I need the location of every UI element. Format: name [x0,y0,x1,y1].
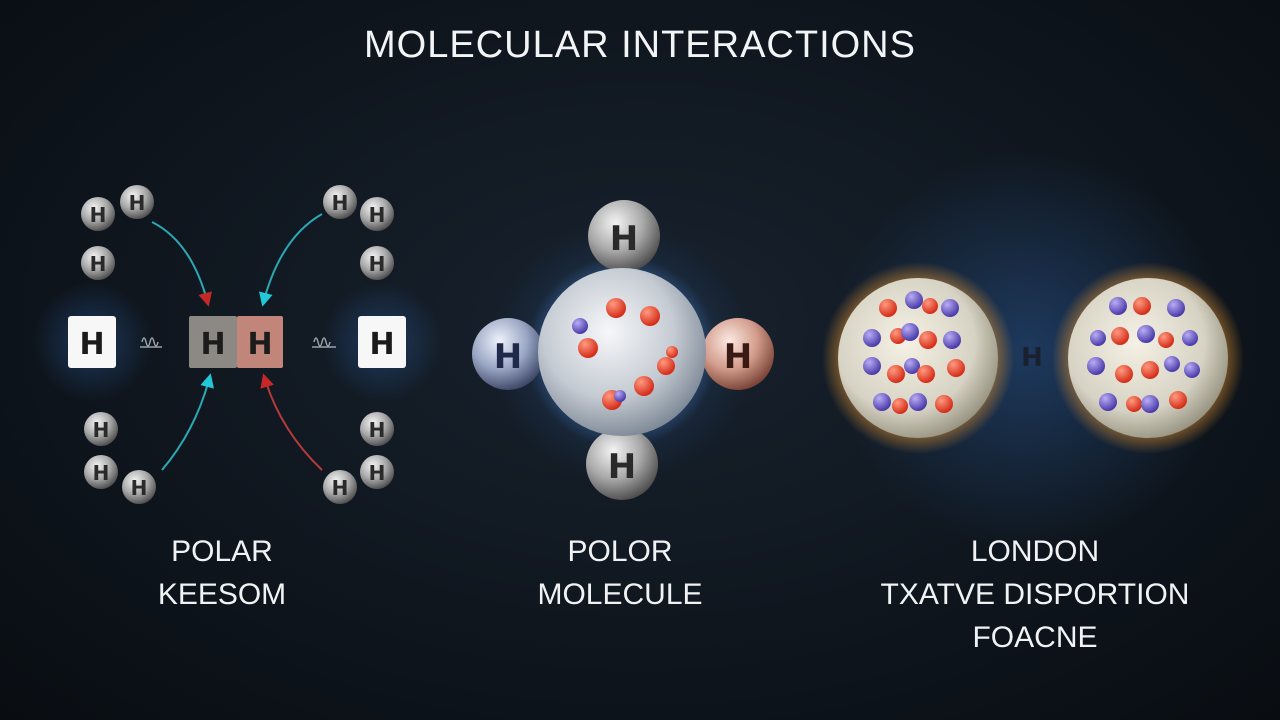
atom-cluster-bottom-right: H H H [323,412,394,504]
atom-symbol-label: H [369,203,386,227]
square-atom-left: H [68,316,116,368]
panel-london-dispersion: H [822,150,1244,550]
atom-symbol-label: H [90,252,107,276]
atom-symbol-label: H [200,327,225,362]
atom-left: H [472,318,544,390]
atom-symbol-label: H [90,203,107,227]
atom-symbol-label: H [610,219,638,259]
panel-polar-keesom: H H H H H H H H H H H H [32,185,442,504]
atom-symbol-label: H [93,461,110,485]
square-atom-right: H [358,316,406,368]
atom-symbol-label: H [369,461,386,485]
atom-symbol-label: H [369,252,386,276]
caption-line: KEESOM [157,578,287,611]
panel-polar-molecule: H H H H [472,200,774,500]
central-atom [538,268,706,436]
caption-line: POLAR [171,535,273,568]
caption-polar-molecule: POLOR MOLECULE [500,530,740,616]
caption-line: MOLECULE [537,578,703,611]
dipole-pair-center: H H [189,316,283,368]
caption-line: LONDON [970,535,1100,568]
atom-symbol-label: H [332,191,349,215]
caption-line: FOACNE [972,621,1098,654]
atom-symbol-label: H [608,447,636,487]
atom-symbol-label: H [494,337,522,377]
page-title: MOLECULAR INTERACTIONS [364,24,916,66]
atom-symbol-label: H [79,327,104,362]
dispersion-sphere-right [1068,278,1228,438]
attraction-arrows [151,213,323,471]
caption-line: TXATVE DISPORTION [880,578,1190,611]
atom-symbol-label: H [129,191,146,215]
caption-polar-keesom: POLAR KEESOM [122,530,322,616]
atom-right: H [702,318,774,390]
interaction-wave-left [140,337,162,348]
interaction-wave-right [312,337,336,348]
atom-bottom: H [586,428,658,500]
atom-symbol-label: H [332,476,349,500]
atom-symbol-label: H [93,418,110,442]
center-atom-label: H [1021,343,1043,373]
dispersion-sphere-left [838,278,998,438]
caption-line: POLOR [567,535,673,568]
atom-cluster-bottom-left: H H H [84,412,156,504]
atom-cluster-top-right: H H H [323,185,394,280]
atom-symbol-label: H [724,337,752,377]
atom-symbol-label: H [369,418,386,442]
atom-cluster-top-left: H H H [81,185,154,280]
atom-symbol-label: H [131,476,148,500]
atom-top: H [588,200,660,272]
atom-symbol-label: H [247,327,272,362]
caption-london-dispersion: LONDON TXATVE DISPORTION FOACNE [850,530,1220,659]
atom-symbol-label: H [369,327,394,362]
